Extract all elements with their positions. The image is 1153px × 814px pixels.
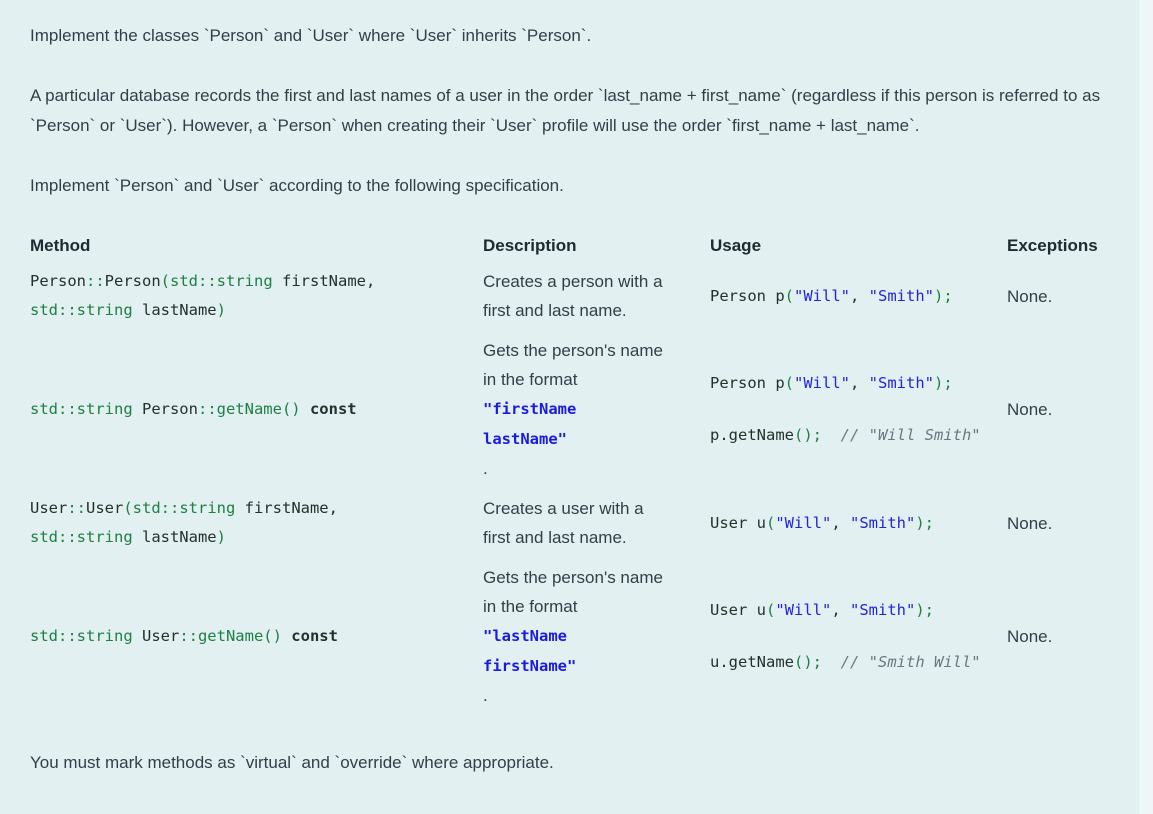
- footer-note: You must mark methods as `virtual` and `…: [30, 753, 554, 772]
- spec-table-row: std::string User::getName() const Gets th…: [30, 560, 1120, 718]
- column-header-description: Description: [483, 236, 577, 255]
- usage-cell: User u("Will", "Smith");: [710, 513, 935, 532]
- spec-table-row: Person::Person(std::string firstName,std…: [30, 264, 1120, 333]
- method-cell: User::User(std::string firstName,std::st…: [30, 499, 338, 546]
- method-cell: Person::Person(std::string firstName,std…: [30, 272, 376, 319]
- exceptions-cell: None.: [1007, 627, 1053, 646]
- exceptions-cell: None.: [1007, 286, 1053, 306]
- spec-table-body: Person::Person(std::string firstName,std…: [30, 264, 1120, 718]
- exceptions-cell: None.: [1007, 513, 1053, 533]
- specification-table: Method Description Usage Exceptions Pers…: [30, 231, 1120, 718]
- spec-table-row: User::User(std::string firstName,std::st…: [30, 491, 1120, 560]
- intro-paragraph-1: Implement the classes `Person` and `User…: [30, 26, 592, 45]
- usage-cell: Person p("Will", "Smith");: [710, 286, 953, 305]
- column-header-exceptions: Exceptions: [1007, 236, 1098, 255]
- column-header-method: Method: [30, 236, 91, 255]
- method-cell: std::string User::getName() const: [30, 627, 338, 645]
- usage-cell: User u("Will", "Smith");u.getName(); // …: [710, 601, 981, 671]
- spec-table-row: std::string Person::getName() const Gets …: [30, 333, 1120, 491]
- method-cell: std::string Person::getName() const: [30, 400, 357, 418]
- intro-paragraph-3: Implement `Person` and `User` according …: [30, 176, 564, 195]
- column-header-usage: Usage: [710, 236, 762, 255]
- usage-cell: Person p("Will", "Smith");p.getName(); /…: [710, 374, 981, 444]
- spec-table-header-row: Method Description Usage Exceptions: [30, 231, 1120, 264]
- exceptions-cell: None.: [1007, 400, 1053, 419]
- intro-paragraph-2: A particular database records the first …: [30, 86, 1101, 135]
- page-right-edge: [1139, 0, 1153, 814]
